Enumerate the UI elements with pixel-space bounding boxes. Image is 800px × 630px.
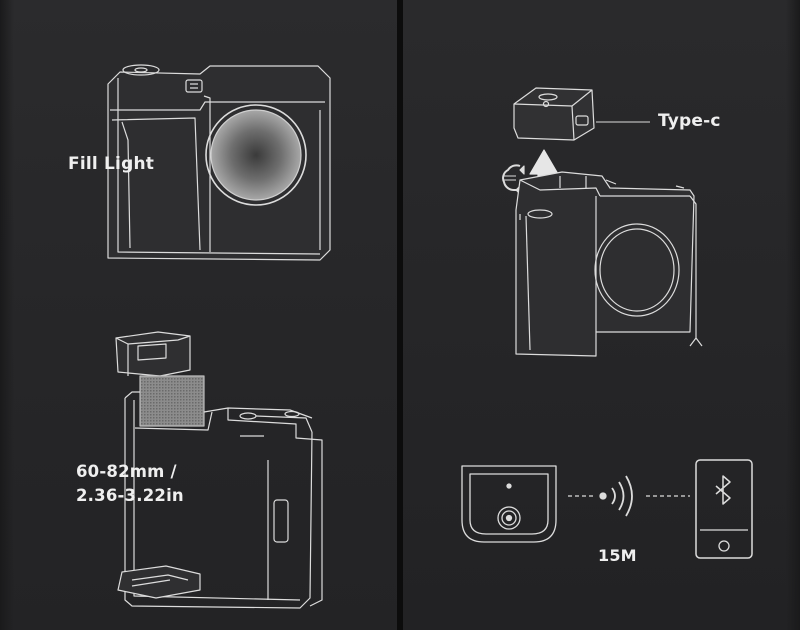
left-edge-shadow — [0, 0, 14, 630]
fill-light-label: Fill Light — [68, 154, 155, 174]
detachable-light-grip-drawing — [502, 87, 703, 357]
size-mm-label: 60-82mm / — [76, 462, 177, 481]
remote-bluetooth-drawing — [461, 459, 753, 559]
size-inch-label: 2.36-3.22in — [76, 486, 184, 505]
range-label: 15M — [598, 546, 637, 565]
phone-clamp-size-drawing — [115, 331, 323, 609]
panel-seam — [397, 0, 403, 630]
camera-grip-fill-light-drawing — [107, 64, 331, 261]
type-c-label: Type-c — [658, 111, 721, 131]
right-edge-shadow — [786, 0, 800, 630]
